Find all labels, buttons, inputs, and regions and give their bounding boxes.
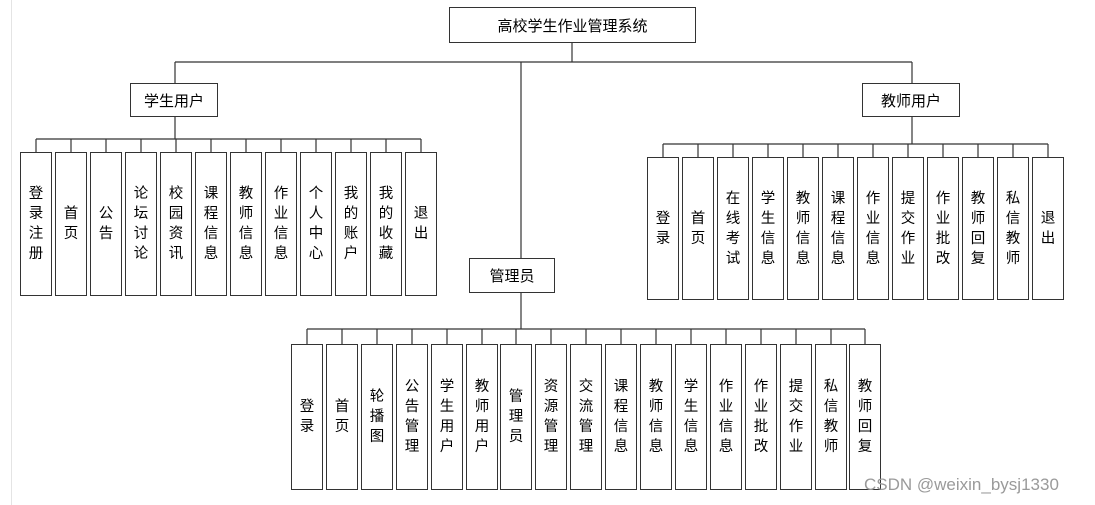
student-item-7: 教师信息 bbox=[230, 152, 262, 296]
admin-item-label: 课程信息 bbox=[613, 379, 629, 455]
admin-item-label: 学生用户 bbox=[439, 379, 455, 455]
admin-item-12: 学生信息 bbox=[675, 344, 707, 490]
student-item-6: 课程信息 bbox=[195, 152, 227, 296]
teacher-item-label: 登录 bbox=[655, 210, 671, 247]
student-item-label: 首页 bbox=[63, 206, 79, 242]
csdn-watermark: CSDN @weixin_bysj1330 bbox=[864, 475, 1059, 494]
root-node-label: 高校学生作业管理系统 bbox=[497, 16, 648, 35]
teacher-item-5: 教师信息 bbox=[787, 157, 819, 300]
student-item-label: 我的账户 bbox=[343, 186, 359, 262]
teacher-item-label: 作业信息 bbox=[865, 190, 881, 267]
admin-item-16: 私信教师 bbox=[815, 344, 847, 490]
student-item-label: 论坛讨论 bbox=[133, 186, 149, 262]
teacher-item-8: 提交作业 bbox=[892, 157, 924, 300]
student-item-label: 登录注册 bbox=[28, 186, 44, 262]
admin-item-label: 教师回复 bbox=[857, 379, 873, 455]
student-item-11: 我的收藏 bbox=[370, 152, 402, 296]
student-item-label: 教师信息 bbox=[238, 186, 254, 262]
admin-item-label: 作业信息 bbox=[718, 379, 734, 455]
student-item-label: 校园资讯 bbox=[168, 186, 184, 262]
student-item-10: 我的账户 bbox=[335, 152, 367, 296]
teacher-item-2: 首页 bbox=[682, 157, 714, 300]
teacher-item-label: 课程信息 bbox=[830, 190, 846, 267]
admin-item-3: 轮播图 bbox=[361, 344, 393, 490]
group-node-admin-label: 管理员 bbox=[489, 267, 535, 285]
teacher-item-label: 私信教师 bbox=[1005, 190, 1021, 267]
student-item-label: 个人中心 bbox=[308, 186, 324, 262]
group-node-teacher-label: 教师用户 bbox=[880, 91, 941, 110]
group-node-student-label: 学生用户 bbox=[143, 91, 204, 110]
teacher-item-label: 首页 bbox=[690, 210, 706, 247]
student-item-9: 个人中心 bbox=[300, 152, 332, 296]
admin-item-label: 提交作业 bbox=[788, 379, 804, 455]
student-item-5: 校园资讯 bbox=[160, 152, 192, 296]
admin-item-label: 教师用户 bbox=[474, 379, 490, 455]
admin-item-label: 教师信息 bbox=[648, 379, 664, 455]
admin-item-17: 教师回复 bbox=[849, 344, 881, 490]
student-item-2: 首页 bbox=[55, 152, 87, 296]
admin-item-7: 管理员 bbox=[500, 344, 532, 490]
admin-item-label: 资源管理 bbox=[543, 379, 559, 455]
teacher-item-7: 作业信息 bbox=[857, 157, 889, 300]
admin-item-label: 轮播图 bbox=[369, 389, 385, 445]
group-node-student: 学生用户 bbox=[130, 83, 218, 117]
admin-item-11: 教师信息 bbox=[640, 344, 672, 490]
admin-item-1: 登录 bbox=[291, 344, 323, 490]
student-item-label: 公告 bbox=[98, 206, 114, 242]
student-item-1: 登录注册 bbox=[20, 152, 52, 296]
admin-item-15: 提交作业 bbox=[780, 344, 812, 490]
group-node-admin: 管理员 bbox=[469, 258, 555, 293]
admin-item-label: 登录 bbox=[299, 399, 315, 435]
admin-item-13: 作业信息 bbox=[710, 344, 742, 490]
admin-item-6: 教师用户 bbox=[466, 344, 498, 490]
admin-item-label: 学生信息 bbox=[683, 379, 699, 455]
admin-item-2: 首页 bbox=[326, 344, 358, 490]
admin-item-label: 首页 bbox=[334, 399, 350, 435]
teacher-item-3: 在线考试 bbox=[717, 157, 749, 300]
student-item-label: 退出 bbox=[413, 206, 429, 242]
student-item-label: 我的收藏 bbox=[378, 186, 394, 262]
teacher-item-6: 课程信息 bbox=[822, 157, 854, 300]
teacher-item-1: 登录 bbox=[647, 157, 679, 300]
admin-item-4: 公告管理 bbox=[396, 344, 428, 490]
teacher-item-label: 在线考试 bbox=[725, 190, 741, 267]
student-item-12: 退出 bbox=[405, 152, 437, 296]
teacher-item-label: 教师回复 bbox=[970, 190, 986, 267]
teacher-item-4: 学生信息 bbox=[752, 157, 784, 300]
admin-item-5: 学生用户 bbox=[431, 344, 463, 490]
admin-item-label: 公告管理 bbox=[404, 379, 420, 455]
root-node: 高校学生作业管理系统 bbox=[449, 7, 696, 43]
admin-item-10: 课程信息 bbox=[605, 344, 637, 490]
admin-item-label: 私信教师 bbox=[823, 379, 839, 455]
teacher-item-label: 提交作业 bbox=[900, 190, 916, 267]
student-item-8: 作业信息 bbox=[265, 152, 297, 296]
teacher-item-label: 作业批改 bbox=[935, 190, 951, 267]
student-item-3: 公告 bbox=[90, 152, 122, 296]
teacher-item-label: 退出 bbox=[1040, 210, 1056, 247]
student-item-label: 作业信息 bbox=[273, 186, 289, 262]
teacher-item-9: 作业批改 bbox=[927, 157, 959, 300]
teacher-item-11: 私信教师 bbox=[997, 157, 1029, 300]
teacher-item-label: 教师信息 bbox=[795, 190, 811, 267]
student-item-label: 课程信息 bbox=[203, 186, 219, 262]
teacher-item-label: 学生信息 bbox=[760, 190, 776, 267]
admin-item-8: 资源管理 bbox=[535, 344, 567, 490]
admin-item-label: 作业批改 bbox=[753, 379, 769, 455]
teacher-item-12: 退出 bbox=[1032, 157, 1064, 300]
admin-item-label: 交流管理 bbox=[578, 379, 594, 455]
admin-item-9: 交流管理 bbox=[570, 344, 602, 490]
admin-item-14: 作业批改 bbox=[745, 344, 777, 490]
student-item-4: 论坛讨论 bbox=[125, 152, 157, 296]
teacher-item-10: 教师回复 bbox=[962, 157, 994, 300]
group-node-teacher: 教师用户 bbox=[862, 83, 960, 117]
page-edge-line bbox=[11, 0, 12, 505]
admin-item-label: 管理员 bbox=[508, 389, 524, 445]
